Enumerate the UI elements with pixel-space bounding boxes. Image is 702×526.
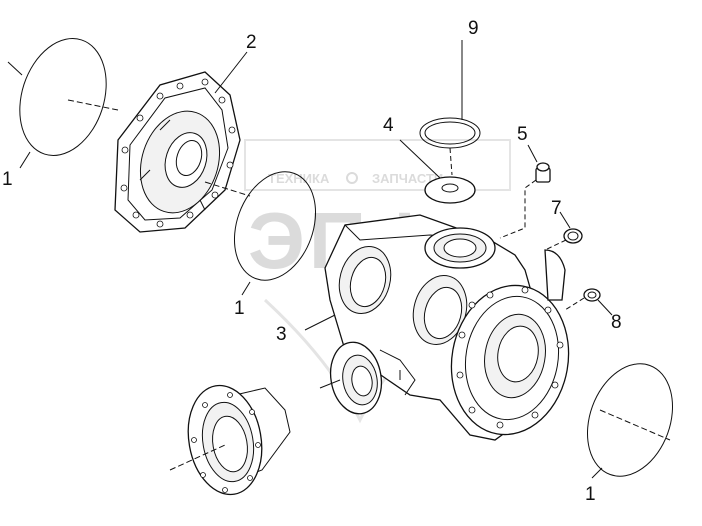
main-housing [304, 214, 570, 441]
callout-1-center: 1 [234, 298, 245, 319]
callout-1-bottom-right: 1 [585, 484, 596, 505]
callout-labels: 1 2 9 4 5 7 1 3 8 1 [2, 18, 622, 505]
breather-fitting [499, 144, 551, 239]
flange-stub [169, 384, 291, 496]
snap-ring [419, 40, 481, 176]
o-ring-center [233, 171, 317, 296]
plug-8 [564, 288, 613, 316]
watermark-gear-icon [346, 172, 358, 184]
o-ring-bottom-right [586, 363, 674, 479]
callout-8: 8 [611, 312, 622, 333]
callout-5: 5 [517, 124, 528, 145]
callout-7: 7 [551, 198, 562, 219]
callout-2: 2 [246, 32, 257, 53]
o-ring-top-left [7, 38, 119, 169]
callout-9: 9 [468, 18, 479, 39]
watermark-top-text: ТЕХНИКА [268, 171, 330, 186]
watermark-top-text-right: ЗАПЧАСТИ [372, 171, 443, 186]
plug-7 [544, 211, 583, 251]
flange-cover [114, 51, 251, 233]
callout-3: 3 [276, 324, 287, 345]
callout-4: 4 [383, 115, 394, 136]
cap-plate [399, 139, 476, 204]
callout-1-top-left: 1 [2, 169, 13, 190]
